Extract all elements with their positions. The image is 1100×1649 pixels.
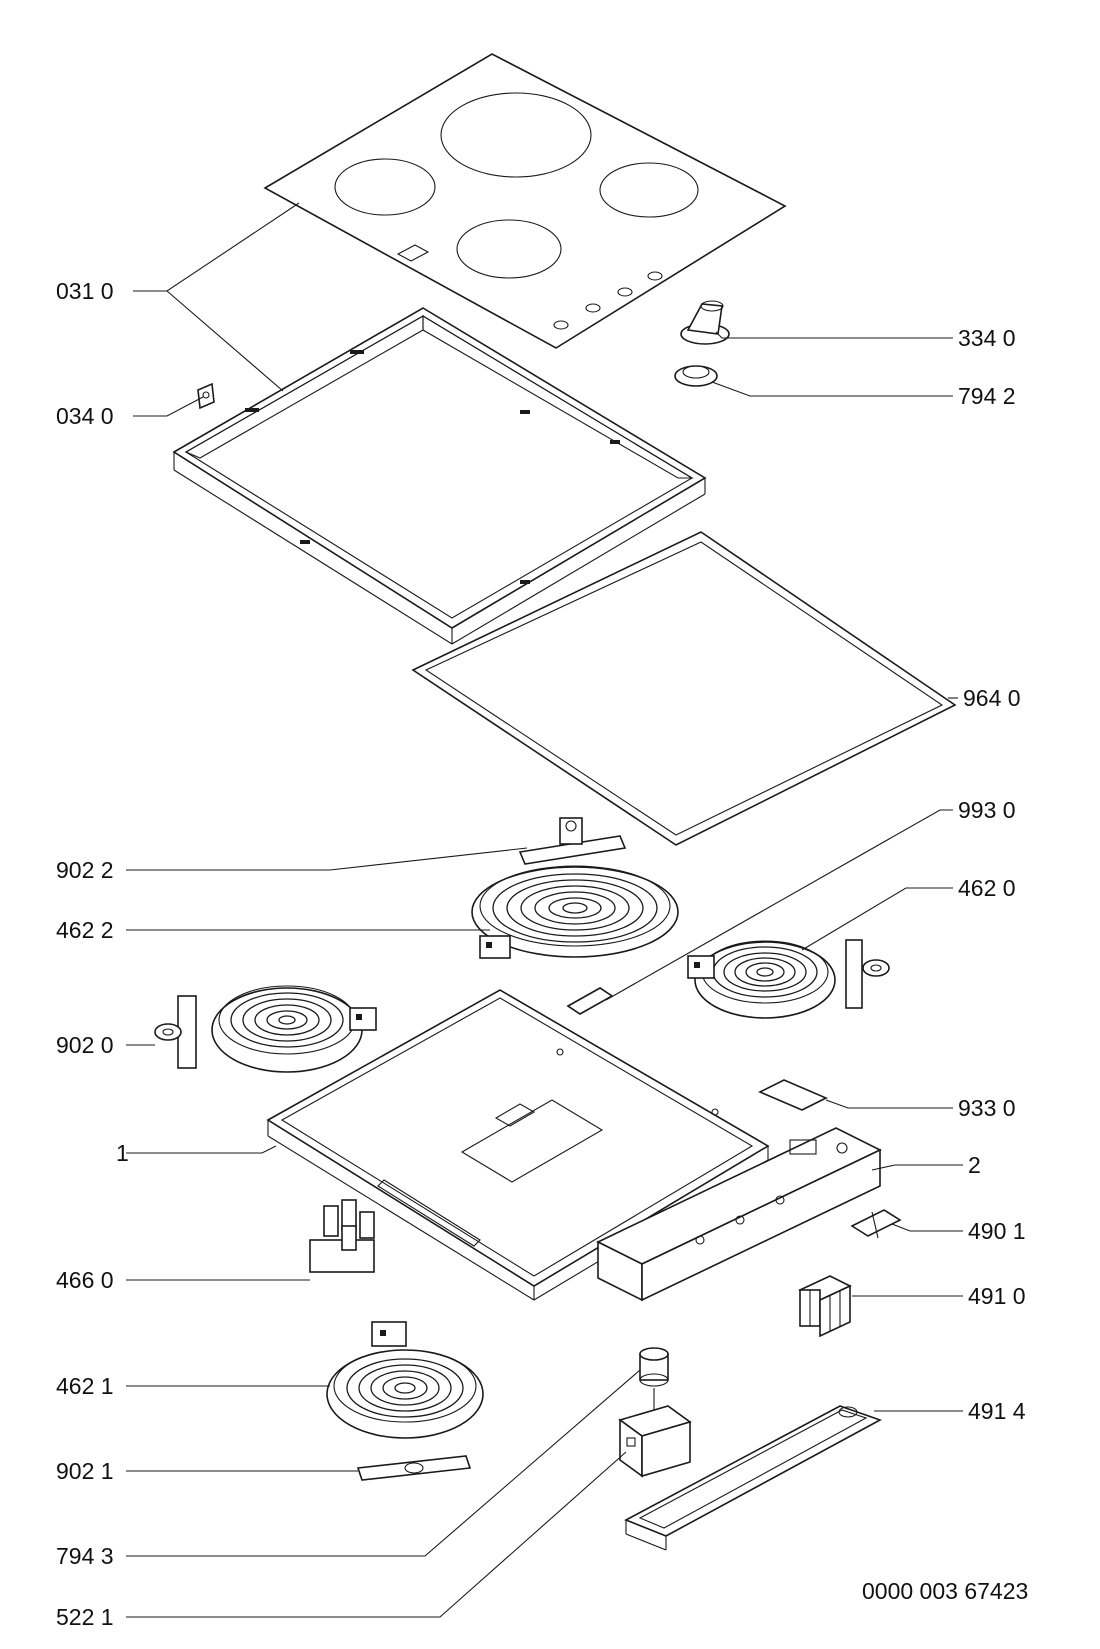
knob-ring [674, 365, 718, 387]
label-034-0: 034 0 [56, 403, 114, 429]
energy-regulator [618, 1388, 692, 1478]
label-491-0: 491 0 [968, 1283, 1026, 1309]
heating-element-bottom [326, 1321, 484, 1439]
label-522-1: 522 1 [56, 1604, 114, 1630]
heating-element-bracket-bottom [356, 1455, 472, 1481]
terminal-block [798, 1275, 852, 1338]
label-902-2: 902 2 [56, 857, 114, 883]
gasket-seal [411, 531, 957, 846]
drawing-number: 0000 003 67423 [862, 1578, 1028, 1604]
heating-element-right [687, 939, 890, 1019]
heating-element-large [471, 865, 679, 959]
heating-element-bracket-left [154, 995, 197, 1069]
label-964-0: 964 0 [963, 685, 1021, 711]
frame-clip [197, 382, 215, 410]
knob-cap [639, 1347, 669, 1387]
label-933-0: 933 0 [958, 1095, 1016, 1121]
spring-clip [566, 987, 614, 1015]
cover-rail [624, 1405, 882, 1551]
leader-lines [126, 202, 963, 1618]
control-knob [680, 300, 730, 345]
label-462-0: 462 0 [958, 875, 1016, 901]
label-462-2: 462 2 [56, 917, 114, 943]
label-902-0: 902 0 [56, 1032, 114, 1058]
label-491-4: 491 4 [968, 1398, 1026, 1424]
label-794-3: 794 3 [56, 1543, 114, 1569]
label-031-0: 031 0 [56, 278, 114, 304]
glass-ceramic-top [263, 53, 787, 349]
small-bracket [758, 1079, 828, 1111]
label-902-1: 902 1 [56, 1458, 114, 1484]
connector-block [309, 1199, 375, 1273]
label-2: 2 [968, 1152, 981, 1178]
label-794-2: 794 2 [958, 383, 1016, 409]
label-466-0: 466 0 [56, 1267, 114, 1293]
heating-element-left [211, 985, 377, 1073]
callout-labels: 031 0 034 0 334 0 794 2 964 0 993 0 902 … [56, 278, 1028, 1630]
terminal-carrier [596, 1127, 882, 1302]
label-1: 1 [116, 1140, 129, 1166]
heating-element-bracket-large [518, 817, 627, 865]
label-993-0: 993 0 [958, 797, 1016, 823]
label-334-0: 334 0 [958, 325, 1016, 351]
hob-frame [172, 307, 707, 645]
terminal-clip [850, 1209, 902, 1239]
label-490-1: 490 1 [968, 1218, 1026, 1244]
label-462-1: 462 1 [56, 1373, 114, 1399]
